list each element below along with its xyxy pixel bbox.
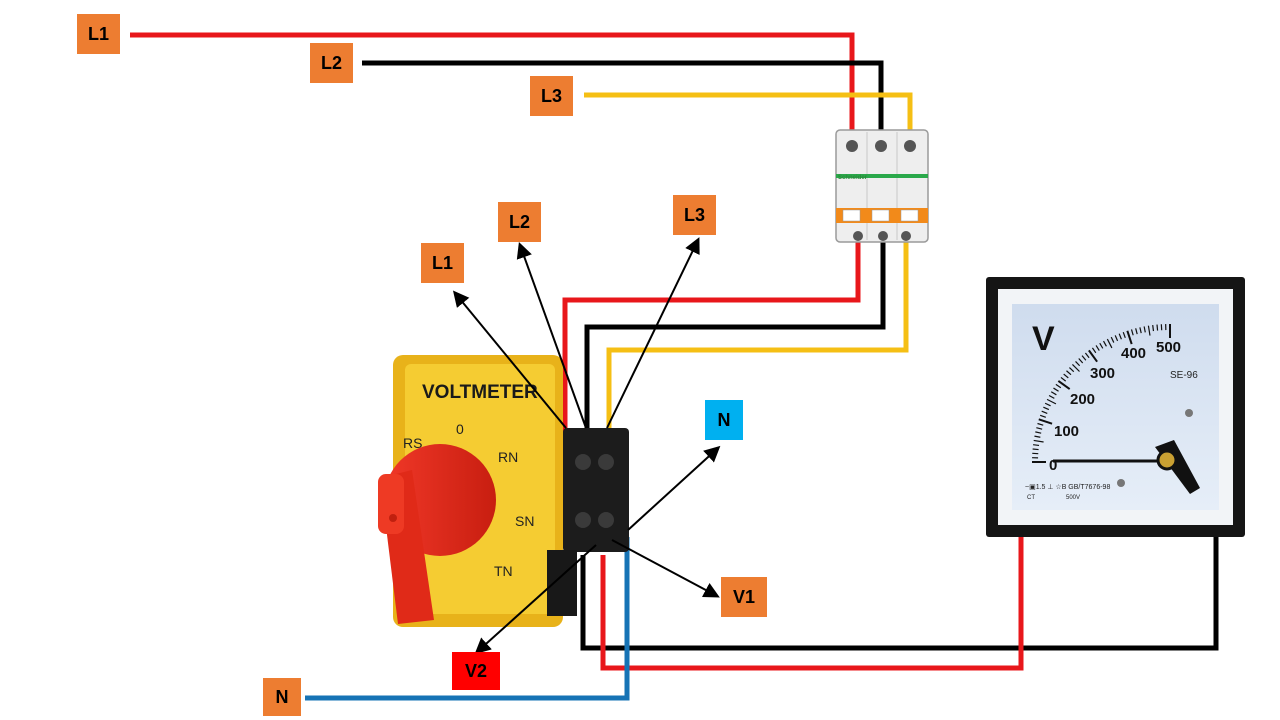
meter-unit: V: [1032, 320, 1055, 358]
selector-knob: [378, 444, 496, 624]
meter-tick: [1091, 347, 1097, 354]
switch-wire-l1: [562, 240, 861, 432]
label-switch-l2: L2: [498, 202, 541, 242]
switch-position-rs: RS: [403, 435, 422, 451]
switch-position-off: 0: [456, 421, 464, 437]
neutral-wire: [305, 537, 630, 701]
meter-tick: [1037, 422, 1044, 426]
arrow-v1: [611, 539, 720, 598]
label-supply-n: N: [263, 678, 301, 716]
supply-wire-l3: [584, 92, 913, 140]
switch-wire-l3: [606, 240, 909, 432]
meter-tick: [1048, 394, 1055, 399]
meter-tick: [1034, 435, 1041, 438]
switch-position-sn: SN: [515, 513, 534, 529]
arrow-l1: [452, 290, 567, 429]
circuit-breaker: Schneider: [835, 129, 929, 243]
meter-tick: [1068, 367, 1075, 373]
meter-spec: ~▣1.5 ⊥ ☆B GB/T7676-98: [1025, 483, 1110, 491]
meter-tick: [1114, 335, 1119, 342]
meter-tick: [1039, 414, 1047, 418]
meter-tick: [1152, 325, 1155, 332]
meter-tick: [1147, 325, 1151, 336]
meter-tick: [1032, 448, 1039, 451]
switch-title: VOLTMETER: [422, 382, 538, 403]
meter-scale-500: 500: [1156, 339, 1181, 356]
meter-scale-100: 100: [1054, 423, 1079, 440]
label-supply-l2: L2: [310, 43, 353, 83]
label-switch-n: N: [705, 400, 743, 440]
meter-tick: [1139, 327, 1142, 334]
meter-tick: [1050, 391, 1057, 396]
meter-tick: [1046, 398, 1057, 405]
meter-wire-red: [600, 535, 1024, 671]
arrow-v2: [474, 544, 597, 655]
meter-tick: [1043, 406, 1050, 411]
meter-tick: [1035, 431, 1042, 434]
label-supply-l1: L1: [77, 14, 120, 54]
breaker-brand: Schneider: [838, 175, 868, 181]
meter-tick: [1156, 324, 1159, 331]
switch-wire-l2: [584, 240, 886, 432]
meter-tick: [1084, 352, 1090, 359]
label-switch-l3: L3: [673, 195, 716, 235]
meter-tick: [1122, 331, 1126, 339]
switch-position-rn: RN: [498, 449, 518, 465]
label-supply-l3: L3: [530, 76, 573, 116]
meter-tick: [1095, 345, 1100, 351]
arrow-n: [627, 445, 721, 531]
meter-tick: [1130, 329, 1134, 336]
supply-wire-l2: [362, 60, 884, 140]
meter-tick: [1088, 349, 1098, 363]
meter-tick: [1066, 370, 1072, 376]
meter-tick: [1099, 342, 1104, 349]
meter-tick: [1063, 373, 1069, 379]
meter-wire-black: [580, 535, 1219, 651]
meter-tick: [1118, 333, 1122, 340]
meter-ct: CT: [1027, 495, 1035, 501]
label-v1: V1: [721, 577, 767, 617]
meter-tick: [1081, 355, 1087, 361]
meter-tick: [1075, 360, 1081, 367]
meter-scale-400: 400: [1121, 345, 1146, 362]
label-v2: V2: [452, 652, 500, 690]
meter-tick: [1041, 410, 1048, 414]
meter-scale-300: 300: [1090, 365, 1115, 382]
analog-voltmeter: V 0 100 200 300 400 500 SE-96 ~▣1.5 ⊥ ☆B…: [986, 277, 1245, 537]
meter-tick: [1060, 376, 1067, 382]
meter-tick: [1033, 439, 1044, 443]
meter-tick: [1057, 380, 1071, 390]
meter-tick: [1078, 358, 1084, 364]
meter-tick: [1143, 326, 1146, 333]
meter-tick: [1106, 338, 1113, 349]
meter-tick: [1044, 402, 1051, 407]
meter-rating: 500V: [1066, 495, 1080, 501]
supply-wire-l1: [130, 32, 855, 140]
meter-model: SE-96: [1170, 370, 1198, 381]
label-switch-l1: L1: [421, 243, 464, 283]
meter-scale-0: 0: [1049, 457, 1057, 474]
meter-tick: [1055, 383, 1062, 389]
meter-tick: [1102, 340, 1107, 347]
meter-scale-200: 200: [1070, 391, 1095, 408]
meter-tick: [1071, 363, 1080, 372]
switch-position-tn: TN: [494, 563, 513, 579]
arrow-l2: [516, 241, 587, 429]
meter-scale: [1032, 324, 1171, 463]
meter-tick: [1036, 427, 1043, 430]
meter-tick: [1135, 328, 1138, 335]
arrow-l3: [606, 237, 700, 429]
meter-tick: [1126, 330, 1133, 345]
meter-tick: [1038, 418, 1053, 425]
meter-tick: [1110, 336, 1115, 343]
selector-switch: VOLTMETER 0 RS RN SN TN: [378, 355, 629, 627]
meter-tick: [1033, 444, 1040, 447]
meter-tick: [1053, 387, 1059, 392]
